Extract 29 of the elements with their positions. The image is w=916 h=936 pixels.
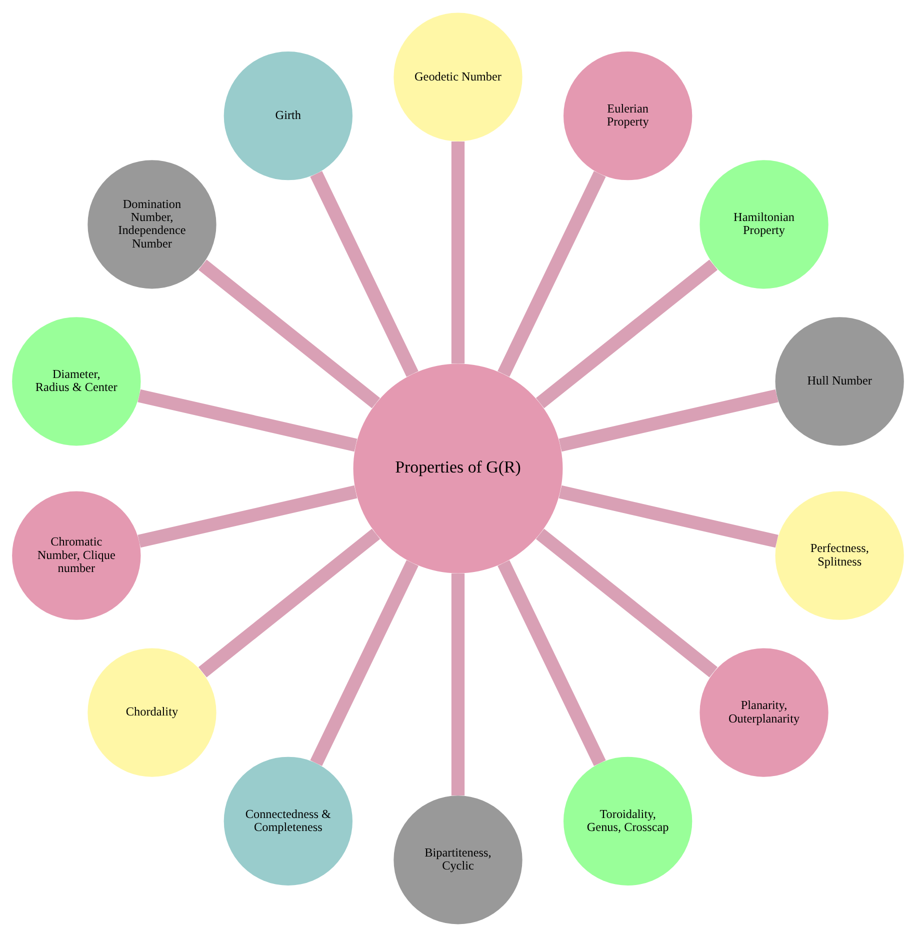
connector — [498, 170, 606, 376]
connector — [138, 388, 358, 452]
node-circle: Hull Number — [775, 316, 904, 446]
node-circle: Diameter, Radius & Center — [12, 316, 141, 446]
node-circle: Toroidality, Genus, Crosscap — [564, 756, 692, 885]
node-circle: Bipartiteness, Cyclic — [394, 795, 522, 924]
node-circle: Chordality — [88, 648, 216, 776]
connector — [198, 528, 380, 677]
node-circle: Geodetic Number — [394, 12, 522, 141]
connector — [198, 259, 380, 408]
node-circle: Girth — [224, 51, 352, 180]
node-circle: Hamiltonian Property — [700, 160, 828, 288]
node-circle: Properties of G(R) — [353, 363, 563, 573]
connector — [310, 560, 418, 766]
connector — [310, 170, 418, 376]
connector — [451, 572, 465, 796]
node-circle: Connectedness & Completeness — [224, 756, 352, 885]
connector — [558, 388, 778, 452]
node-circle: Domination Number, Independence Number — [88, 160, 216, 288]
connector — [536, 528, 718, 677]
connector — [498, 560, 606, 766]
connector — [536, 259, 718, 408]
connector — [558, 484, 778, 548]
node-circle: Chromatic Number, Clique number — [12, 490, 141, 620]
node-circle: Planarity, Outerplanarity — [700, 648, 828, 776]
node-circle: Perfectness, Splitness — [775, 490, 904, 620]
connector — [138, 484, 358, 548]
node-circle: Eulerian Property — [564, 51, 692, 180]
connector — [451, 140, 465, 364]
